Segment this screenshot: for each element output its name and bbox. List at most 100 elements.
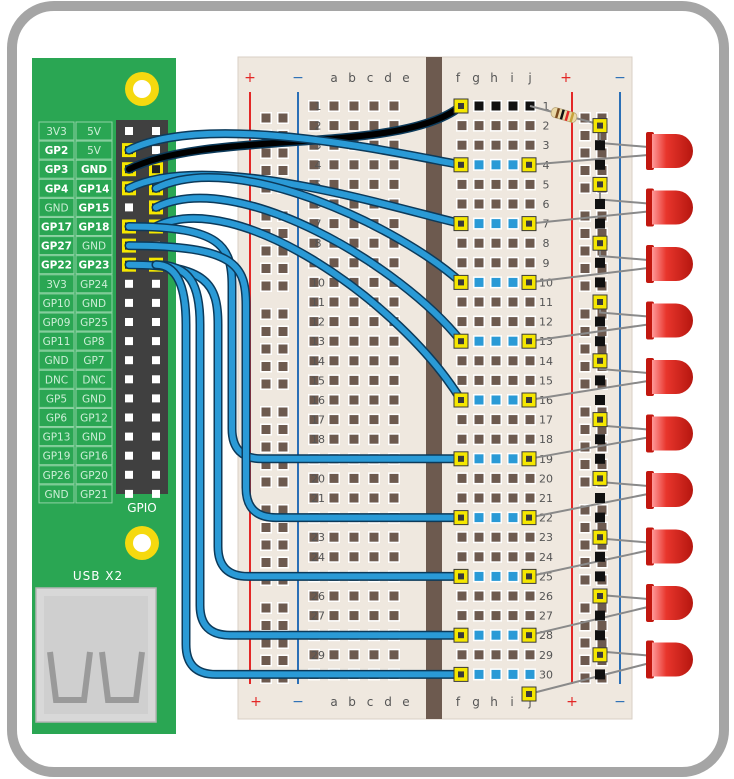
pin-label-box: [38, 446, 75, 466]
led-leg-pin: [597, 299, 603, 305]
hole: [278, 327, 288, 336]
pin-label-right: GND: [82, 393, 106, 405]
header-pin: [152, 298, 160, 307]
column-label: a: [330, 695, 337, 709]
hole: [474, 591, 484, 601]
hole: [389, 160, 399, 170]
hole: [329, 336, 339, 346]
header-pin: [125, 318, 133, 326]
header-pin: [125, 356, 133, 365]
pin-label-left: GP17: [41, 222, 72, 234]
header-pin: [125, 375, 133, 384]
hole: [474, 317, 484, 327]
hole: [580, 638, 590, 648]
hole: [525, 121, 535, 131]
hole-connected: [474, 219, 484, 229]
row-number: 29: [539, 649, 553, 662]
hole: [261, 362, 271, 371]
rail-link: [595, 571, 605, 582]
hole: [261, 264, 271, 273]
jumper-wires: [124, 98, 469, 682]
hole: [278, 166, 288, 175]
row-number: 23: [311, 531, 325, 544]
hole: [369, 375, 379, 385]
pin-label-right: GP8: [83, 336, 104, 348]
hole: [457, 532, 467, 542]
hole-connected: [491, 219, 501, 229]
pin-label-left: GP09: [43, 317, 71, 329]
pin-label-right: DNC: [82, 374, 105, 386]
led-leg-pin: [526, 279, 532, 286]
column-label: b: [348, 71, 356, 85]
hole: [329, 179, 339, 189]
row-number: 18: [539, 433, 553, 446]
led-leg-pin: [526, 632, 532, 639]
rail-link: [595, 316, 605, 327]
hole: [474, 611, 484, 621]
pin-label-box: [38, 369, 75, 389]
usb-socket-icon: [47, 651, 93, 703]
hole-connected: [508, 630, 518, 640]
usb-socket-icon: [99, 651, 145, 703]
hole: [261, 166, 271, 175]
header-pin: [125, 432, 133, 441]
gpio-label: GPIO: [127, 501, 157, 515]
hole: [389, 101, 399, 111]
rail-minus-sign: −: [292, 70, 304, 86]
rail-link: [595, 512, 605, 523]
column-label: e: [402, 695, 409, 709]
hole: [349, 258, 359, 268]
pin-label-box: [75, 140, 113, 160]
row-number: 11: [311, 296, 325, 309]
led-leg-pin: [526, 691, 532, 697]
hole: [597, 246, 607, 256]
pin-label-box: [38, 465, 75, 485]
header-pin: [152, 337, 160, 346]
hole: [278, 344, 288, 354]
hole: [309, 317, 319, 327]
hole-connected: [474, 513, 484, 523]
hole-connected: [508, 669, 518, 679]
hole: [525, 493, 535, 503]
hole: [580, 309, 590, 319]
hole: [329, 375, 339, 385]
pin-label-right: GND: [82, 241, 106, 253]
column-label: f: [456, 695, 461, 709]
wire-end-pin: [458, 103, 464, 109]
hole: [349, 395, 359, 405]
hole: [580, 264, 590, 273]
hole: [329, 121, 339, 131]
rail-plus-sign: +: [244, 70, 256, 86]
hole: [389, 375, 399, 385]
hole: [278, 638, 288, 648]
hole-connected: [474, 160, 484, 170]
hole: [457, 258, 467, 268]
rail-link: [595, 375, 605, 386]
pin-label-box: [75, 255, 113, 275]
hole: [369, 434, 379, 444]
led-leg-pin: [597, 593, 603, 599]
led-leg-pin: [597, 357, 603, 364]
header-pin: [152, 451, 160, 460]
hole-connected: [508, 101, 518, 111]
header-pin: [152, 470, 160, 479]
wire-end-pin: [458, 632, 464, 639]
row-number: 7: [543, 218, 550, 231]
pin-label-box: [75, 236, 113, 256]
hole: [525, 375, 535, 385]
hole: [457, 140, 467, 150]
pin-label-right: GP15: [79, 202, 110, 214]
hole: [597, 113, 607, 123]
hole: [309, 434, 319, 444]
hole: [278, 460, 288, 469]
pin-label-right: GND: [81, 164, 107, 176]
hole: [580, 281, 590, 291]
wire-end-pin: [458, 220, 464, 227]
hole: [261, 656, 271, 665]
hole: [491, 238, 501, 248]
hole: [491, 356, 501, 366]
hole: [508, 434, 518, 444]
hole: [508, 317, 518, 327]
